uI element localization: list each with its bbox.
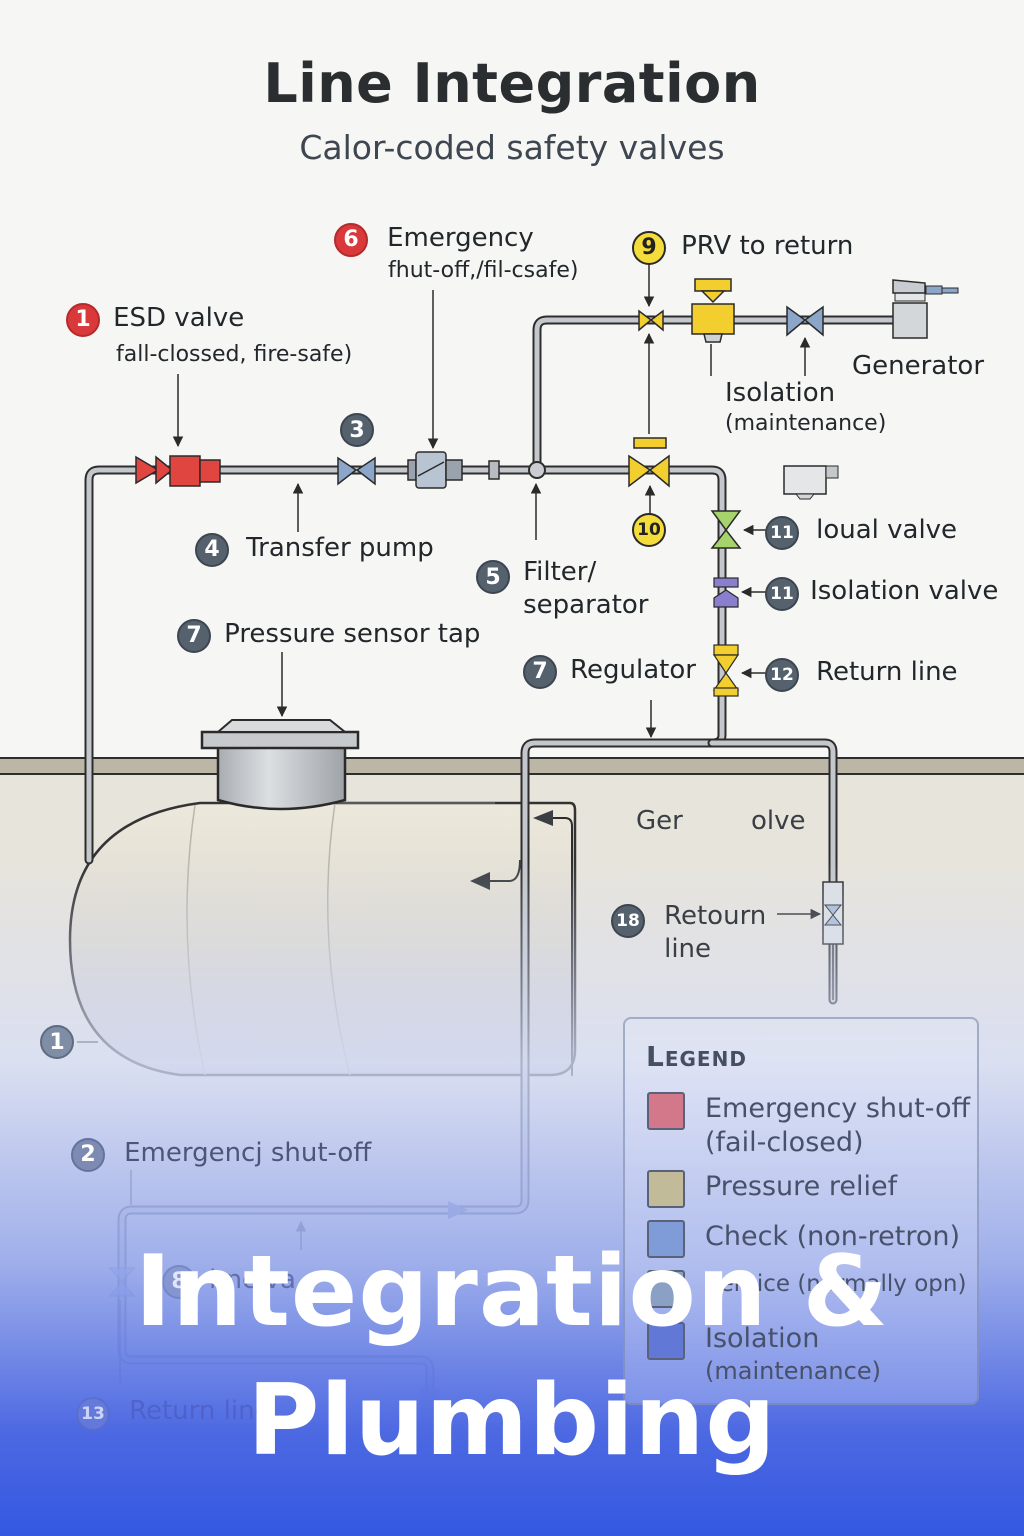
prv-body[interactable] <box>691 278 735 343</box>
emergency-2-text: Emergencj shut-off <box>124 1138 372 1168</box>
transfer-pump-text: Transfer pump <box>246 533 434 563</box>
bottom-gradient-overlay <box>0 860 1024 1536</box>
badge-13: 13 <box>76 1397 110 1431</box>
legend-item-pressure-relief: Pressure relief <box>647 1170 897 1208</box>
esd-valve[interactable] <box>135 455 221 487</box>
badge-tank-1: 1 <box>40 1025 74 1059</box>
emergency-title: Emergency <box>387 223 534 253</box>
legend-subtext: (maintenance) <box>705 1356 881 1385</box>
page-subtitle: Calor-coded safety valves <box>299 128 725 167</box>
retourn-title: Retourn <box>664 901 767 931</box>
label-esd-valve[interactable]: 1 ESD valve fall-clossed, fire-safe) <box>66 302 352 368</box>
legend-swatch-emergency <box>647 1092 685 1130</box>
badge-11b: 11 <box>765 577 799 611</box>
label-regulator[interactable]: 7 Regulator <box>523 654 696 689</box>
label-tank[interactable]: 1 <box>40 1025 74 1059</box>
overlay-title-line1: Integration & <box>134 1235 890 1349</box>
legend-title: Legend <box>646 1040 747 1073</box>
label-retourn[interactable]: 18 Retourn line <box>611 900 766 965</box>
label-pressure-tap[interactable]: 7 Pressure sensor tap <box>177 618 480 653</box>
label-olve: olve <box>751 806 806 836</box>
label-transfer-pump[interactable]: 4 Transfer pump <box>195 532 434 567</box>
legend-swatch-isolation <box>647 1322 685 1360</box>
legend-swatch-check <box>647 1220 685 1258</box>
page-title: Line Integration <box>263 52 761 115</box>
filter-desc: separator <box>523 589 649 620</box>
label-loual-valve[interactable]: 11 loual valve <box>765 514 957 550</box>
badge-6: 6 <box>334 222 368 257</box>
pressure-tap-text: Pressure sensor tap <box>224 619 481 649</box>
legend-text: Isolation <box>705 1323 820 1354</box>
legend-item-emergency: Emergency shut-off (fail-closed) <box>647 1092 970 1160</box>
tee-junction <box>528 461 546 479</box>
legend-text: Emergency shut-off <box>705 1093 971 1124</box>
badge-3: 3 <box>340 413 374 447</box>
filter-title: Filter/ <box>523 557 597 587</box>
label-emergency[interactable]: 6 Emergency fhut-off,/fil-csafe) <box>334 222 578 284</box>
badge-18: 18 <box>611 904 645 938</box>
tank-dome <box>200 719 360 811</box>
badge-2: 2 <box>71 1137 105 1172</box>
badge-8: 8 <box>162 1264 196 1299</box>
label-generator: Generator <box>852 351 985 381</box>
label-filter[interactable]: 5 Filter/ separator <box>476 556 649 621</box>
return-line-13-text: Return line <box>129 1396 271 1426</box>
overlay-title-line2: Plumbing <box>247 1364 777 1479</box>
generator-icon <box>892 279 959 339</box>
legend-text: Pressure relief <box>705 1171 898 1202</box>
label-return-line-13[interactable]: 13 Return line <box>76 1395 271 1431</box>
isolation-top-title: Isolation <box>725 378 836 408</box>
emergency-desc: fhut-off,/fil-csafe) <box>388 257 579 283</box>
esd-valve-title: ESD valve <box>113 303 245 333</box>
label-valve-3[interactable]: 3 <box>340 413 374 447</box>
badge-10: 10 <box>632 513 666 547</box>
esd-valve-desc: fall-clossed, fire-safe) <box>116 341 353 367</box>
isolation-valve-text: Isolation valve <box>810 576 999 606</box>
badge-9: 9 <box>632 230 666 265</box>
label-isolation-top: Isolation (maintenance) <box>725 377 886 437</box>
check-valve-8-text: hnc va <box>209 1265 296 1295</box>
label-check-valve-8[interactable]: 8 hnc va <box>162 1264 296 1299</box>
regulator-text: Regulator <box>570 655 696 685</box>
label-emergency-2[interactable]: 2 Emergencj shut-off <box>71 1137 371 1172</box>
label-isolation-valve[interactable]: 11 Isolation valve <box>765 575 998 611</box>
isolation-valve-purple[interactable] <box>713 577 739 608</box>
loual-valve-text: loual valve <box>816 515 958 545</box>
legend-swatch-pressure-relief <box>647 1170 685 1208</box>
overlay-title: Integration & Plumbing <box>0 1228 1024 1487</box>
retourn-desc: line <box>664 933 712 964</box>
badge-7b: 7 <box>523 654 557 689</box>
legend-text: Service (normally opn) <box>705 1271 967 1297</box>
label-valve-10[interactable]: 10 <box>632 513 666 547</box>
legend-item-service: Service (normally opn) <box>647 1270 966 1308</box>
small-device-icon <box>783 465 839 500</box>
loual-valve[interactable] <box>710 510 742 549</box>
emergency-shutoff-valve[interactable] <box>407 451 463 489</box>
return-line-12-text: Return line <box>816 657 958 687</box>
badge-1: 1 <box>66 302 100 337</box>
badge-5: 5 <box>476 560 510 594</box>
legend-swatch-service <box>647 1270 685 1308</box>
badge-11a: 11 <box>765 516 799 550</box>
label-return-line-12[interactable]: 12 Return line <box>765 656 958 692</box>
badge-4: 4 <box>195 532 229 567</box>
legend-text: Check (non-retron) <box>705 1221 961 1252</box>
legend-item-check: Check (non-retron) <box>647 1220 960 1258</box>
return-line-valve-12[interactable] <box>712 644 740 697</box>
valve-3[interactable] <box>337 456 376 486</box>
badge-12: 12 <box>765 658 799 692</box>
valve-10[interactable] <box>628 437 670 488</box>
pipe-coupling <box>488 460 500 480</box>
legend-item-isolation: Isolation (maintenance) <box>647 1322 881 1386</box>
label-prv[interactable]: 9 PRV to return <box>632 230 853 265</box>
prv-text: PRV to return <box>681 231 854 261</box>
badge-7a: 7 <box>177 618 211 653</box>
label-ger: Ger <box>636 806 683 836</box>
isolation-valve-top[interactable] <box>786 305 824 337</box>
isolation-top-desc: (maintenance) <box>725 410 887 436</box>
prv-valve-9[interactable] <box>638 309 664 332</box>
legend-subtext: (fail-closed) <box>705 1126 864 1158</box>
